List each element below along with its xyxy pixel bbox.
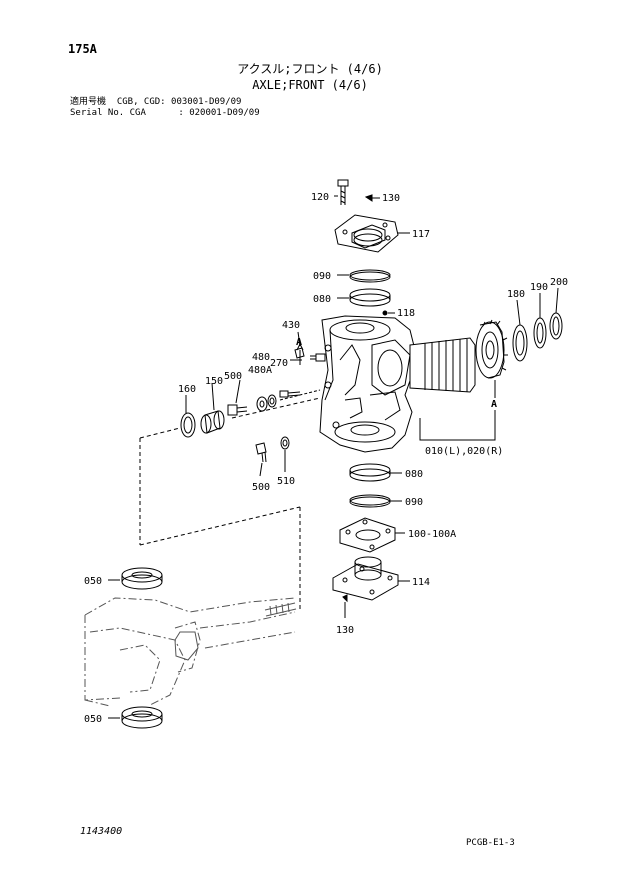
cap-117 <box>334 214 410 253</box>
title-japanese: アクスル;フロント (4/6) <box>237 62 383 76</box>
callout-010-020: 010(L),020(R) <box>425 446 503 457</box>
callout-050-bottom: 050 <box>84 714 102 725</box>
bolt-480-area <box>279 389 321 401</box>
seal-160 <box>180 395 196 438</box>
ring-180 <box>512 299 528 362</box>
serial-line-2: Serial No. CGA : 020001-D09/09 <box>70 108 260 118</box>
grease-nipple-130-top <box>364 194 380 202</box>
ring-190 <box>533 293 547 349</box>
bracket-010-020 <box>419 380 496 441</box>
callout-150: 150 <box>205 376 223 387</box>
callout-190: 190 <box>530 282 548 293</box>
callout-160: 160 <box>178 384 196 395</box>
bolt-120 <box>334 179 349 205</box>
grease-nipple-130-bottom <box>342 594 348 618</box>
callout-090-top: 090 <box>313 271 331 282</box>
callout-A-left: A <box>296 337 302 348</box>
ring-200 <box>549 287 563 340</box>
knuckle-body <box>319 315 416 453</box>
shim-100 <box>339 517 405 553</box>
serial-block: 適用号機 CGB, CGD: 003001-D09/09 Serial No. … <box>70 97 260 119</box>
bearing-050-top <box>108 567 163 590</box>
callout-050-top: 050 <box>84 576 102 587</box>
seal-090-bottom <box>349 494 402 508</box>
arrow-A-left <box>296 342 304 365</box>
bushing-150 <box>200 382 225 434</box>
callout-480A: 480A <box>248 365 272 376</box>
washer-480A <box>256 396 268 412</box>
callout-130-top: 130 <box>382 193 400 204</box>
page-number: 175A <box>68 42 97 56</box>
bolt-500-top <box>227 379 248 416</box>
callout-270: 270 <box>270 358 288 369</box>
drawing-number: 1143400 <box>80 826 123 837</box>
plug-118 <box>382 310 395 316</box>
axle-housing-phantom <box>84 597 296 707</box>
callout-080-bottom: 080 <box>405 469 423 480</box>
dash-guides <box>139 397 321 610</box>
callout-A-right: A <box>491 399 497 410</box>
callout-118: 118 <box>397 308 415 319</box>
bushing-080-bottom <box>349 463 402 482</box>
cap-114 <box>332 556 410 601</box>
callout-117: 117 <box>412 229 430 240</box>
serial-line-1: 適用号機 CGB, CGD: 003001-D09/09 <box>70 97 242 107</box>
callout-500-bottom: 500 <box>252 482 270 493</box>
page-code: PCGB-E1-3 <box>466 838 515 848</box>
callout-180: 180 <box>507 289 525 300</box>
bearing-050-bottom <box>108 706 163 729</box>
axle-shaft-010-020 <box>409 319 508 393</box>
washer-510 <box>280 436 290 472</box>
callout-480: 480 <box>252 352 270 363</box>
callout-100-100A: 100-100A <box>408 529 456 540</box>
callout-080-top: 080 <box>313 294 331 305</box>
drive-shaft-phantom <box>174 602 297 661</box>
callout-510: 510 <box>277 476 295 487</box>
callout-500-top: 500 <box>224 371 242 382</box>
seal-090-top <box>337 269 391 283</box>
callout-430: 430 <box>282 320 300 331</box>
callout-200: 200 <box>550 277 568 288</box>
washer-480 <box>267 394 277 408</box>
bolt-270 <box>290 353 326 362</box>
callout-130-bottom: 130 <box>336 625 354 636</box>
title-english: AXLE;FRONT (4/6) <box>252 78 368 92</box>
bushing-080-top <box>337 288 391 307</box>
callout-090-bottom: 090 <box>405 497 423 508</box>
callout-114: 114 <box>412 577 430 588</box>
bolt-500-bottom <box>255 442 267 477</box>
callout-120: 120 <box>311 192 329 203</box>
